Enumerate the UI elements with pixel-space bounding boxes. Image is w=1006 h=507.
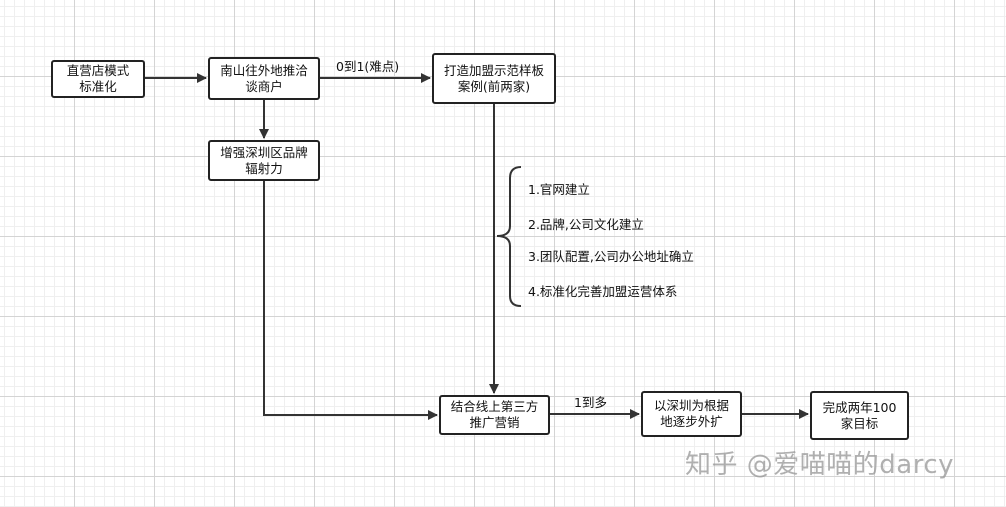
node-marketing-line1: 结合线上第三方	[450, 399, 539, 414]
node-brand-line2: 辐射力	[245, 160, 283, 176]
node-model-case-line2: 案例(前两家)	[457, 78, 531, 94]
step-item-3: 3.团队配置,公司办公地址确立	[528, 249, 694, 264]
node-standardize-line1: 直营店模式	[66, 63, 130, 78]
node-standardize[interactable]: 直营店模式 标准化	[51, 60, 145, 98]
node-marketing-line2: 推广营销	[469, 415, 520, 430]
node-expand-line2: 地逐步外扩	[660, 414, 723, 429]
step-item-2: 2.品牌,公司文化建立	[528, 217, 644, 232]
step-item-1: 1.官网建立	[528, 182, 590, 197]
node-model-case[interactable]: 打造加盟示范样板 案例(前两家)	[432, 53, 556, 104]
node-brand-line1: 增强深圳区品牌	[220, 144, 308, 160]
node-goal-line1: 完成两年100	[822, 399, 897, 415]
step-item-4: 4.标准化完善加盟运营体系	[528, 284, 678, 299]
node-model-case-line1: 打造加盟示范样板	[443, 62, 544, 78]
node-nanshan[interactable]: 南山往外地推洽 谈商户	[208, 57, 320, 100]
edge-label-one-to-many: 1到多	[574, 395, 607, 410]
node-standardize-line2: 标准化	[79, 79, 117, 94]
node-brand[interactable]: 增强深圳区品牌 辐射力	[208, 140, 320, 181]
node-goal[interactable]: 完成两年100 家目标	[810, 391, 909, 440]
node-expand[interactable]: 以深圳为根据 地逐步外扩	[641, 391, 742, 437]
node-goal-line2: 家目标	[840, 415, 879, 431]
node-expand-line1: 以深圳为根据	[653, 398, 729, 413]
node-nanshan-line1: 南山往外地推洽	[220, 62, 308, 78]
watermark: 知乎 @爱喵喵的darcy	[685, 450, 955, 480]
node-marketing[interactable]: 结合线上第三方 推广营销	[439, 395, 550, 435]
node-nanshan-line2: 谈商户	[245, 78, 283, 94]
curly-brace	[496, 166, 522, 307]
edge-brand-to-marketing	[263, 181, 438, 420]
edge-label-zero-to-one: 0到1(难点)	[336, 59, 400, 74]
